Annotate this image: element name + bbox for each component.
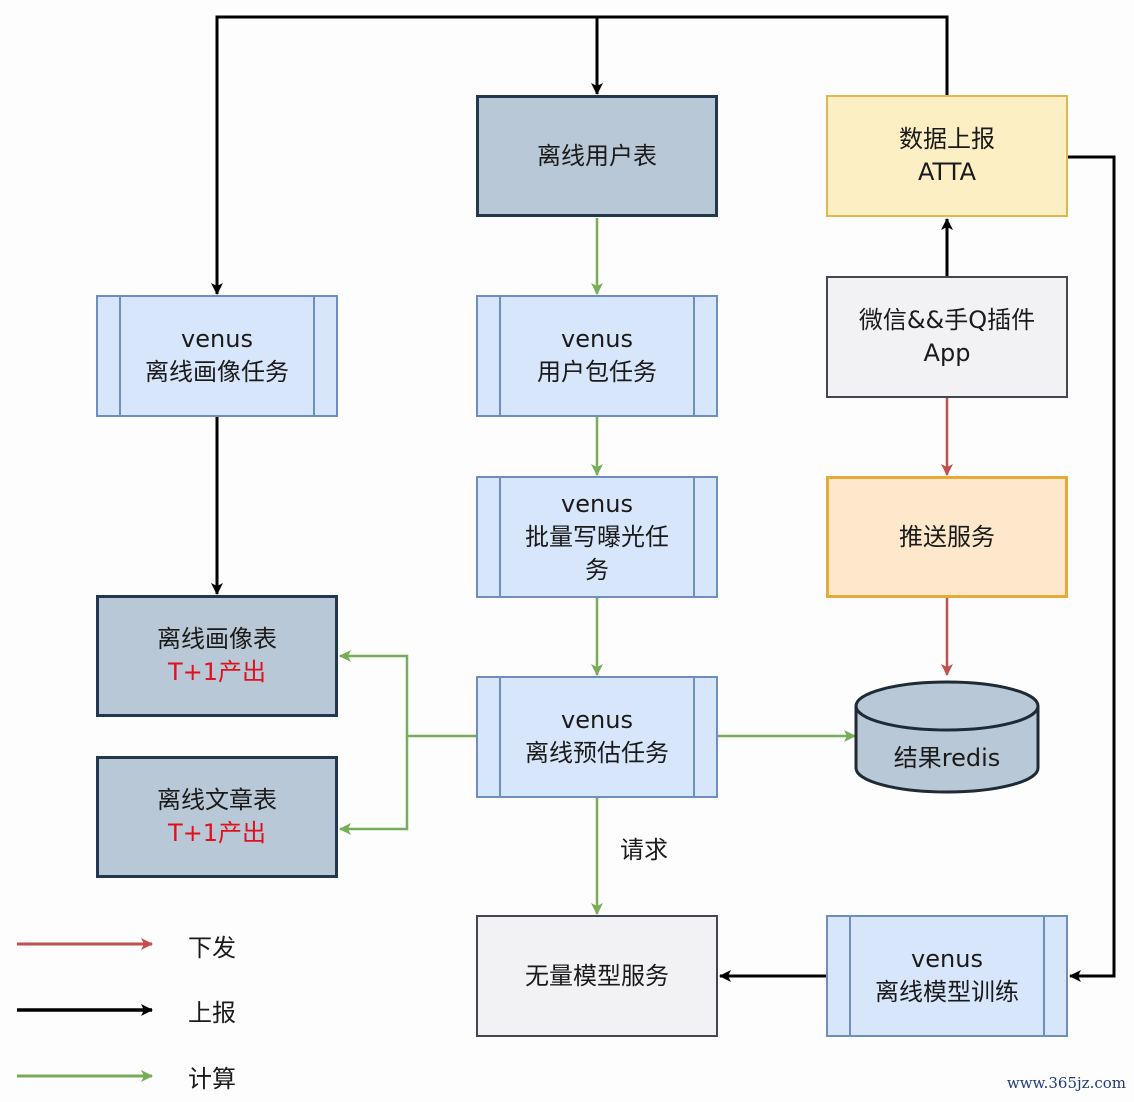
node-label: 离线模型训练: [875, 978, 1019, 1006]
offline-profile-table-node[interactable]: 离线画像表 T+1产出: [96, 595, 338, 717]
node-label: 离线预估任务: [525, 739, 669, 767]
node-label: 批量写曝光任: [525, 522, 669, 551]
venus-user-package-task-node[interactable]: venus 用户包任务: [476, 295, 718, 417]
node-label: 微信&&手Q插件: [858, 306, 1036, 334]
node-label: 离线文章表: [157, 786, 277, 814]
edge-atta-to-model-training: [1068, 155, 1116, 982]
node-label: venus: [181, 325, 253, 353]
node-label: venus: [561, 325, 633, 353]
redis-cylinder: [854, 680, 1040, 794]
node-label: 离线用户表: [537, 141, 657, 170]
venus-batch-exposure-task-node[interactable]: venus 批量写曝光任 务: [476, 476, 718, 598]
node-label: 务: [585, 555, 609, 584]
node-label: 无量模型服务: [525, 961, 669, 990]
node-label: venus: [561, 489, 633, 518]
offline-user-table-node[interactable]: 离线用户表: [476, 95, 718, 217]
legend-label-compute: 计算: [188, 1065, 236, 1093]
venus-offline-predict-task-node[interactable]: venus 离线预估任务: [476, 676, 718, 798]
edge-atta-to-profile-task: [211, 15, 597, 295]
node-label: 离线画像任务: [145, 358, 289, 386]
node-note: T+1产出: [167, 658, 267, 686]
node-label: 离线画像表: [157, 625, 277, 653]
node-label: venus: [911, 945, 983, 973]
push-service-node[interactable]: 推送服务: [826, 476, 1068, 598]
edge-atta-to-user-table: [591, 15, 949, 95]
node-label: ATTA: [917, 158, 976, 186]
node-label: 推送服务: [899, 522, 995, 551]
edge-predict-task-to-profile-table: [339, 650, 476, 738]
result-redis-label[interactable]: 结果redis: [893, 744, 1001, 772]
data-report-atta-node[interactable]: 数据上报 ATTA: [826, 95, 1068, 217]
edge-label-request: 请求: [620, 836, 668, 864]
watermark: www.365jz.com: [1006, 1074, 1126, 1092]
node-note: T+1产出: [167, 819, 267, 847]
node-label: 用户包任务: [537, 358, 657, 386]
legend-label-distribute: 下发: [188, 934, 236, 962]
offline-article-table-node[interactable]: 离线文章表 T+1产出: [96, 756, 338, 878]
venus-offline-model-training-node[interactable]: venus 离线模型训练: [826, 915, 1068, 1037]
venus-profile-task-node[interactable]: venus 离线画像任务: [96, 295, 338, 417]
edge-predict-task-to-article-table: [339, 736, 409, 835]
legend-label-report: 上报: [188, 999, 236, 1027]
node-label: venus: [561, 706, 633, 734]
wuliang-model-service-node[interactable]: 无量模型服务: [476, 915, 718, 1037]
node-label: 数据上报: [899, 125, 995, 153]
node-label: App: [923, 339, 971, 367]
wechat-qq-plugin-app-node[interactable]: 微信&&手Q插件 App: [826, 276, 1068, 398]
